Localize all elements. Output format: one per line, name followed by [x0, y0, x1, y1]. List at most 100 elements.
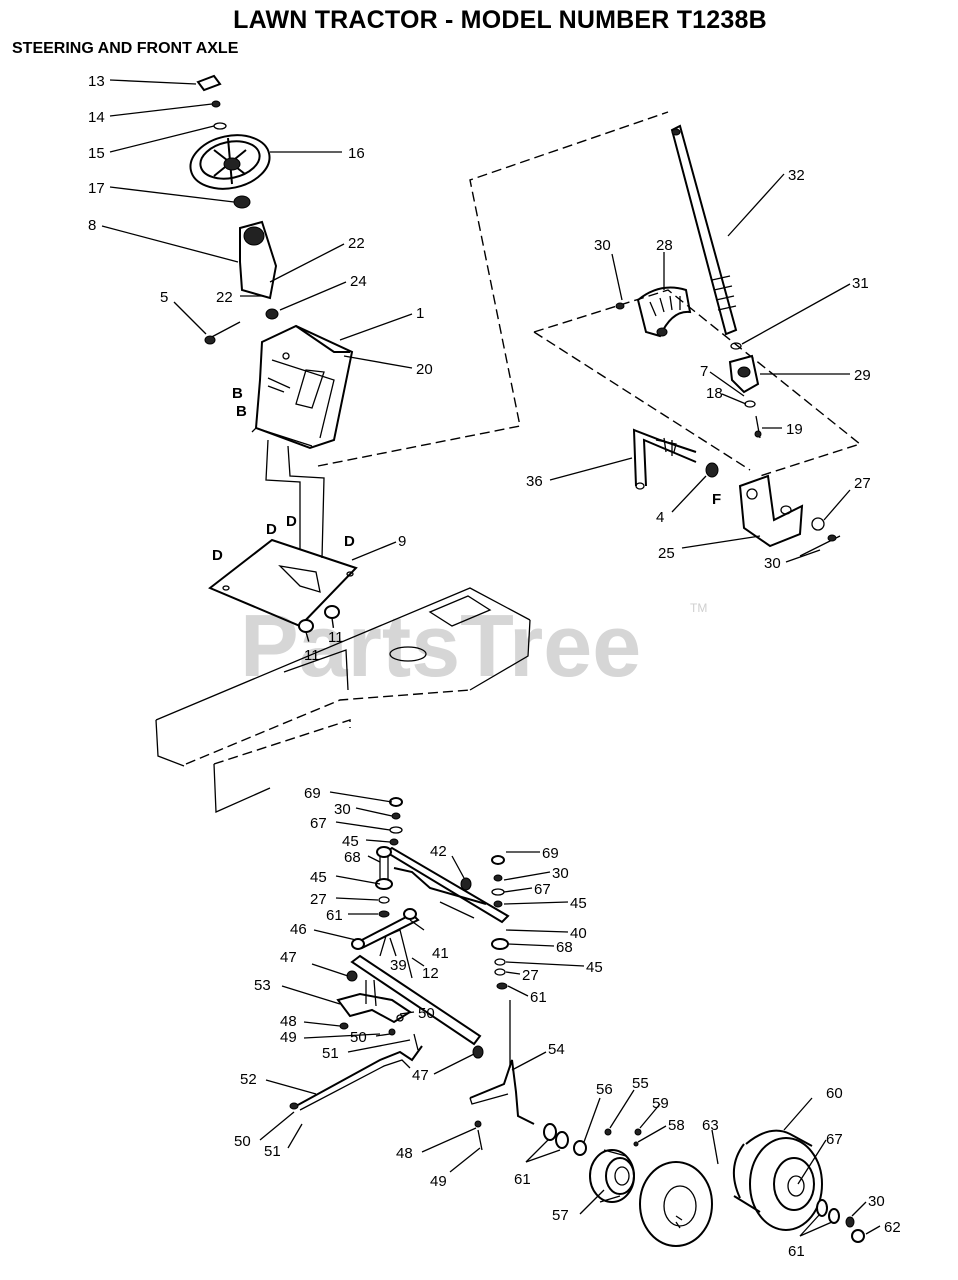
steering-adapter[interactable]: [233, 195, 251, 209]
steering-shaft[interactable]: [670, 124, 738, 336]
callout-40: 40: [570, 925, 587, 942]
spindle-bracket-53[interactable]: [336, 970, 412, 1024]
steering-cap[interactable]: [196, 74, 222, 92]
washers-61[interactable]: [543, 1123, 569, 1149]
callout-5: 5: [160, 289, 168, 306]
callout-B-1: B: [232, 385, 243, 402]
column-bushing[interactable]: [265, 308, 279, 320]
spindle-54[interactable]: [469, 1000, 535, 1125]
bolt-58[interactable]: [633, 1141, 639, 1147]
callout-16: 16: [348, 145, 365, 162]
drag-rod-52[interactable]: [289, 1045, 423, 1111]
callout-47-a: 47: [280, 949, 297, 966]
callout-48-a: 48: [280, 1013, 297, 1030]
callout-45-d: 45: [586, 959, 603, 976]
dash-panel[interactable]: [251, 324, 354, 450]
watermark: PartsTree TM: [240, 596, 707, 695]
callout-18: 18: [706, 385, 723, 402]
hardware-stack-right[interactable]: [491, 855, 509, 990]
callout-49-b: 49: [430, 1173, 447, 1190]
axle-rod-46[interactable]: [350, 954, 482, 1046]
callout-17: 17: [88, 180, 105, 197]
tire-60[interactable]: [733, 1129, 823, 1231]
callout-47-b: 47: [412, 1067, 429, 1084]
bearing-56[interactable]: [573, 1140, 587, 1156]
leader-lines: [101, 79, 881, 1237]
callout-30-c: 30: [334, 801, 351, 818]
steering-washer[interactable]: [213, 122, 227, 130]
steering-nut[interactable]: [211, 100, 221, 108]
tie-rod-41[interactable]: [351, 908, 420, 950]
watermark-text: PartsTree: [240, 596, 641, 695]
spindle-upper-left[interactable]: [375, 846, 393, 890]
callout-8: 8: [88, 217, 96, 234]
cap-62[interactable]: [851, 1229, 865, 1243]
tire-63[interactable]: [639, 1161, 713, 1247]
cotter-pin-30-right[interactable]: [845, 1216, 855, 1228]
callout-30-a: 30: [594, 237, 611, 254]
floor-plate[interactable]: [208, 538, 358, 628]
callout-59: 59: [652, 1095, 669, 1112]
wheel-rim-57[interactable]: [589, 1149, 635, 1203]
washer-18[interactable]: [744, 400, 756, 408]
callout-63: 63: [702, 1117, 719, 1134]
callout-51-b: 51: [264, 1143, 281, 1160]
callout-57: 57: [552, 1207, 569, 1224]
callout-4: 4: [656, 509, 664, 526]
washers-61-right[interactable]: [816, 1199, 840, 1224]
callout-39: 39: [390, 957, 407, 974]
callout-15: 15: [88, 145, 105, 162]
pinion-gear[interactable]: [728, 354, 760, 394]
callout-53: 53: [254, 977, 271, 994]
grease-fitting-55[interactable]: [604, 1128, 612, 1136]
watermark-trademark: TM: [690, 601, 707, 615]
callout-45-a: 45: [342, 833, 359, 850]
hardware-48-49-50-51[interactable]: [339, 1014, 419, 1051]
callout-42: 42: [430, 843, 447, 860]
bolt-42[interactable]: [460, 877, 472, 891]
callout-B-2: B: [236, 403, 247, 420]
washer-27[interactable]: [811, 517, 825, 531]
valve-59[interactable]: [634, 1128, 642, 1136]
callout-1: 1: [416, 305, 424, 322]
bolt-19[interactable]: [754, 415, 762, 439]
callout-50-c: 50: [234, 1133, 251, 1150]
callout-67-b: 67: [534, 881, 551, 898]
callout-D-2: D: [266, 521, 277, 538]
axle-support-39[interactable]: [379, 929, 413, 979]
hardware-48-49-lower[interactable]: [474, 1120, 483, 1151]
pin-30[interactable]: [799, 534, 841, 557]
callout-48-b: 48: [396, 1145, 413, 1162]
bushing-4[interactable]: [705, 462, 719, 478]
callout-D-1: D: [212, 547, 223, 564]
gear-bracket[interactable]: [738, 474, 804, 548]
kingpin-47[interactable]: [472, 1045, 484, 1059]
washer-31[interactable]: [730, 342, 742, 350]
callout-67-c: 67: [826, 1131, 843, 1148]
callout-61-c: 61: [514, 1171, 531, 1188]
callout-14: 14: [88, 109, 105, 126]
callout-30-b: 30: [764, 555, 781, 572]
callout-61-d: 61: [788, 1243, 805, 1260]
callout-13: 13: [88, 73, 105, 90]
callout-45-b: 45: [310, 869, 327, 886]
callout-67-a: 67: [310, 815, 327, 832]
callout-58: 58: [668, 1117, 685, 1134]
callout-27-b: 27: [310, 891, 327, 908]
callout-11-b: 11: [328, 629, 344, 646]
callout-30-d: 30: [552, 865, 569, 882]
steering-lever[interactable]: [632, 428, 697, 490]
callout-54: 54: [548, 1041, 565, 1058]
cotter-pin-30[interactable]: [615, 302, 625, 310]
sector-gear[interactable]: [636, 286, 692, 338]
steering-column-cover[interactable]: [239, 220, 278, 300]
clip-11[interactable]: [298, 605, 340, 647]
callout-22-a: 22: [348, 235, 365, 252]
callout-12: 12: [422, 965, 439, 982]
callout-50-b: 50: [350, 1029, 367, 1046]
steering-wheel[interactable]: [185, 128, 274, 195]
callout-7: 7: [700, 363, 708, 380]
bolt-5[interactable]: [204, 321, 241, 345]
callout-62: 62: [884, 1219, 901, 1236]
